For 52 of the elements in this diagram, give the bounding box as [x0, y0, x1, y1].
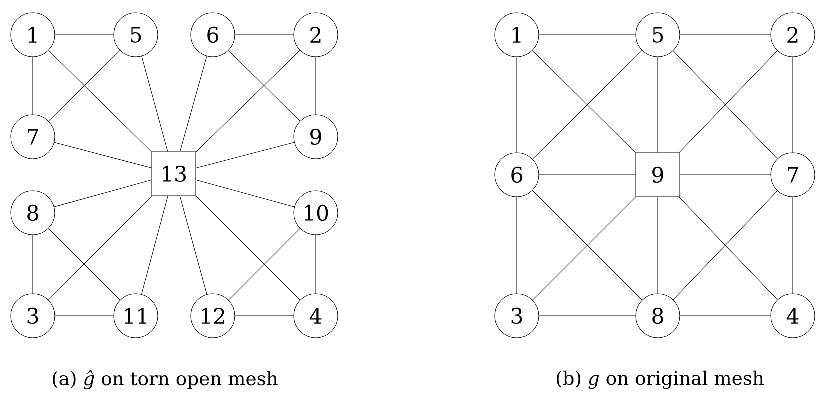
edge [196, 180, 295, 208]
edge [680, 174, 771, 176]
edge [196, 142, 295, 168]
edge [539, 34, 636, 36]
caption: (a) ĝ on torn open mesh [53, 370, 278, 390]
edge [228, 50, 300, 122]
edge [48, 228, 121, 301]
circle-node: 1 [494, 12, 540, 58]
circle-node: 8 [636, 294, 680, 338]
edge [48, 196, 152, 300]
edge [32, 57, 34, 115]
circle-node: 7 [10, 114, 56, 160]
edge [516, 57, 518, 153]
circle-node: 1 [10, 12, 56, 58]
edge [792, 57, 794, 153]
edge [680, 34, 771, 36]
edge [180, 56, 208, 152]
edge [142, 196, 168, 295]
circle-node: 3 [494, 294, 540, 338]
square-node: 9 [636, 152, 680, 198]
circle-node: 4 [294, 294, 338, 338]
edge [48, 50, 152, 152]
edge [55, 34, 114, 36]
edge [142, 56, 168, 152]
circle-node: 8 [10, 190, 56, 236]
edge [235, 34, 294, 36]
edge [196, 196, 301, 301]
circle-node: 10 [294, 190, 338, 236]
circle-node: 12 [190, 294, 236, 338]
square-node: 13 [152, 152, 196, 196]
circle-node: 11 [114, 294, 158, 338]
edge [180, 196, 208, 295]
edge [792, 197, 794, 294]
circle-node: 5 [636, 12, 680, 58]
circle-node: 9 [294, 114, 338, 160]
edge [32, 235, 34, 294]
circle-node: 4 [770, 294, 816, 338]
circle-node: 6 [494, 152, 540, 198]
caption: (b) g on original mesh [557, 370, 764, 390]
circle-node: 2 [294, 12, 338, 58]
edge [48, 50, 120, 122]
circle-node: 7 [770, 152, 816, 198]
edge [539, 174, 636, 176]
edge [196, 50, 300, 152]
circle-node: 3 [10, 294, 56, 338]
edge [54, 142, 152, 168]
edge [54, 180, 152, 208]
edge [228, 228, 301, 301]
circle-node: 6 [190, 12, 236, 58]
circle-node: 5 [114, 12, 158, 58]
circle-node: 2 [770, 12, 816, 58]
edge [516, 197, 518, 294]
